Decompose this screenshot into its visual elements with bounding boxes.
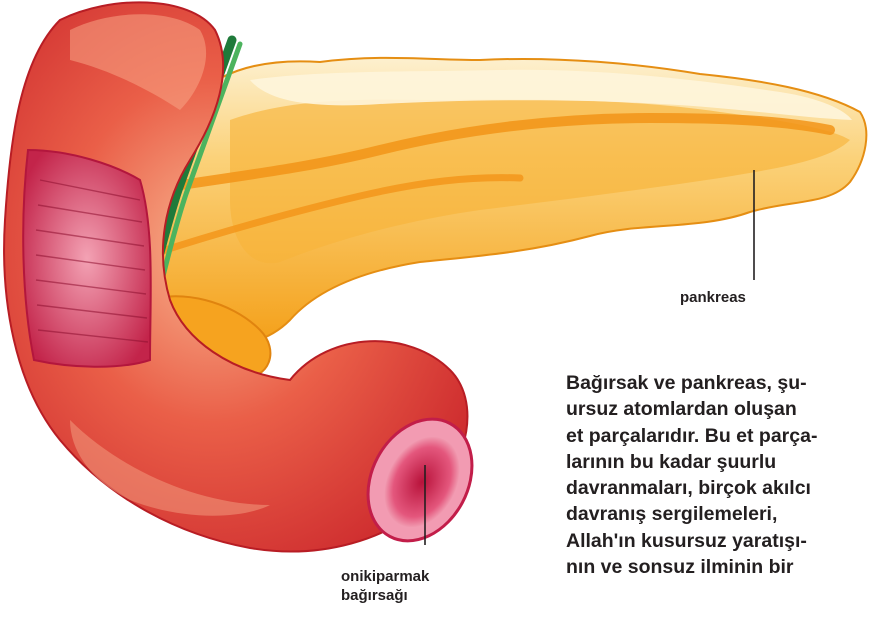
duodenum-label-line-1: onikiparmak: [341, 567, 429, 586]
caption-line: ursuz atomlardan oluşan: [566, 396, 871, 422]
pancreas-organ: [150, 58, 866, 378]
caption-text: Bağırsak ve pankreas, şu- ursuz atomlard…: [566, 370, 871, 580]
caption-line: et parçalarıdır. Bu et parça-: [566, 423, 871, 449]
caption-line: davranış sergilemeleri,: [566, 501, 871, 527]
caption-line: nın ve sonsuz ilminin bir: [566, 554, 871, 580]
duodenum-label: onikiparmak bağırsağı: [341, 567, 429, 605]
caption-line: davranmaları, birçok akılcı: [566, 475, 871, 501]
caption-line: Allah'ın kusursuz yaratışı-: [566, 528, 871, 554]
duodenum-label-line-2: bağırsağı: [341, 586, 429, 605]
pancreas-label: pankreas: [680, 289, 746, 306]
caption-line: larının bu kadar şuurlu: [566, 449, 871, 475]
caption-line: Bağırsak ve pankreas, şu-: [566, 370, 871, 396]
